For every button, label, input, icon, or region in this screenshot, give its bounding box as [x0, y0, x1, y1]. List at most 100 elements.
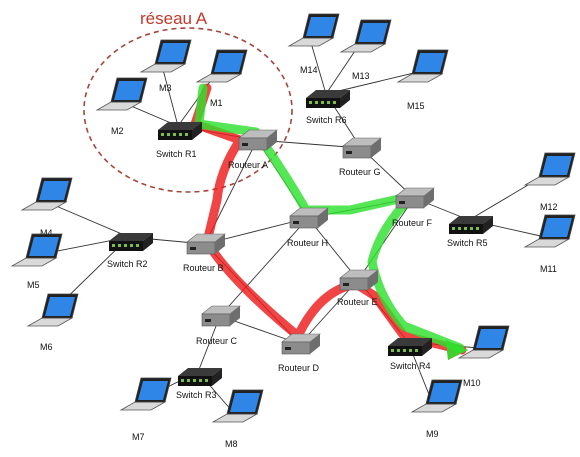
laptop-label: M15 [407, 101, 425, 111]
path-green-arrowhead [446, 340, 468, 360]
switch-icon [449, 216, 493, 234]
router-ra: Routeur A [228, 129, 278, 170]
paths-layer [190, 83, 468, 360]
router-icon [238, 129, 278, 151]
laptop-label: M14 [300, 65, 318, 75]
router-rg: Routeur G [339, 137, 382, 177]
router-icon [342, 137, 382, 159]
laptop-label: M7 [132, 432, 145, 442]
region-reseau-a [83, 27, 293, 193]
laptop-label: M13 [352, 71, 370, 81]
laptop-icon [139, 39, 192, 73]
router-icon [339, 269, 379, 291]
switch-sr6: Switch R6 [306, 90, 350, 125]
path-red [190, 83, 467, 355]
laptop-icon [287, 13, 340, 47]
laptop-icon [195, 49, 248, 83]
router-icon [201, 305, 241, 327]
laptop-icon [95, 77, 148, 111]
switch-label: Switch R4 [390, 361, 431, 371]
laptop-icon [26, 293, 79, 327]
switch-sr2: Switch R2 [107, 233, 153, 269]
laptop-icon [20, 177, 73, 211]
laptop-icon [211, 389, 264, 423]
laptop-m5: M5 [10, 233, 63, 290]
router-label: Routeur E [337, 297, 378, 307]
switch-icon [178, 368, 222, 386]
laptop-m4: M4 [20, 177, 73, 238]
laptop-m2: M2 [95, 77, 148, 136]
laptop-icon [523, 152, 576, 186]
switch-icon [306, 90, 350, 108]
switch-icon [388, 338, 432, 356]
laptop-icon [523, 214, 576, 248]
router-icon [289, 207, 329, 229]
laptop-m14: M14 [287, 13, 340, 75]
router-label: Routeur D [278, 363, 320, 373]
laptop-label: M11 [540, 264, 557, 274]
laptop-label: M9 [426, 429, 439, 439]
laptop-label: M6 [40, 342, 53, 352]
router-rh: Routeur H [287, 207, 329, 248]
switch-icon [158, 122, 202, 140]
laptop-m8: M8 [211, 389, 264, 449]
laptop-icon [410, 379, 463, 413]
router-rc: Routeur C [196, 305, 241, 346]
switch-sr5: Switch R5 [447, 216, 493, 248]
region-title: réseau A [140, 9, 208, 28]
router-icon [281, 333, 321, 355]
router-rf: Routeur F [392, 187, 435, 228]
router-label: Routeur H [287, 238, 328, 248]
laptop-m12: M12 [523, 152, 576, 212]
laptop-icon [457, 325, 510, 359]
router-label: Routeur F [392, 218, 433, 228]
laptop-label: M10 [463, 378, 481, 388]
router-rb: Routeur B [183, 233, 226, 273]
laptop-icon [339, 19, 392, 53]
laptop-label: M1 [210, 98, 223, 108]
router-label: Routeur A [228, 160, 268, 170]
laptop-m13: M13 [339, 19, 392, 81]
laptop-label: M3 [159, 83, 172, 93]
router-label: Routeur C [196, 336, 238, 346]
router-label: Routeur G [339, 167, 381, 177]
router-icon [395, 187, 435, 209]
link-m3-sr1 [160, 61, 179, 127]
laptop-icon [119, 377, 172, 411]
laptop-m9: M9 [410, 379, 463, 439]
laptop-m3: M3 [139, 39, 192, 93]
switch-label: Switch R2 [107, 259, 148, 269]
switch-label: Switch R5 [447, 238, 488, 248]
laptop-icon [10, 233, 63, 267]
link-re-rh [307, 217, 359, 281]
laptop-m10: M10 [457, 325, 510, 388]
laptop-label: M5 [27, 280, 40, 290]
laptop-label: M12 [540, 202, 558, 212]
laptop-icon [396, 49, 449, 83]
switch-sr1: Switch R1 [156, 122, 202, 159]
switch-label: Switch R3 [176, 390, 217, 400]
link-rc-rh [219, 217, 309, 317]
path-green [194, 83, 465, 353]
link-rd-re [299, 279, 359, 345]
link-re-rf [357, 197, 415, 281]
laptop-label: M4 [40, 228, 53, 238]
router-re: Routeur E [337, 269, 379, 307]
switch-sr3: Switch R3 [176, 368, 222, 400]
switch-label: Switch R1 [156, 149, 197, 159]
router-icon [186, 233, 226, 255]
laptop-m11: M11 [523, 214, 576, 274]
laptop-m6: M6 [26, 293, 79, 352]
switch-sr4: Switch R4 [388, 338, 432, 371]
laptop-m7: M7 [119, 377, 172, 442]
switch-label: Switch R6 [306, 115, 347, 125]
router-rd: Routeur D [278, 333, 321, 373]
laptop-label: M2 [111, 126, 124, 136]
laptop-m1: M1 [195, 49, 248, 108]
laptop-label: M8 [225, 439, 238, 449]
switch-icon [109, 233, 153, 251]
laptop-m15: M15 [396, 49, 449, 111]
